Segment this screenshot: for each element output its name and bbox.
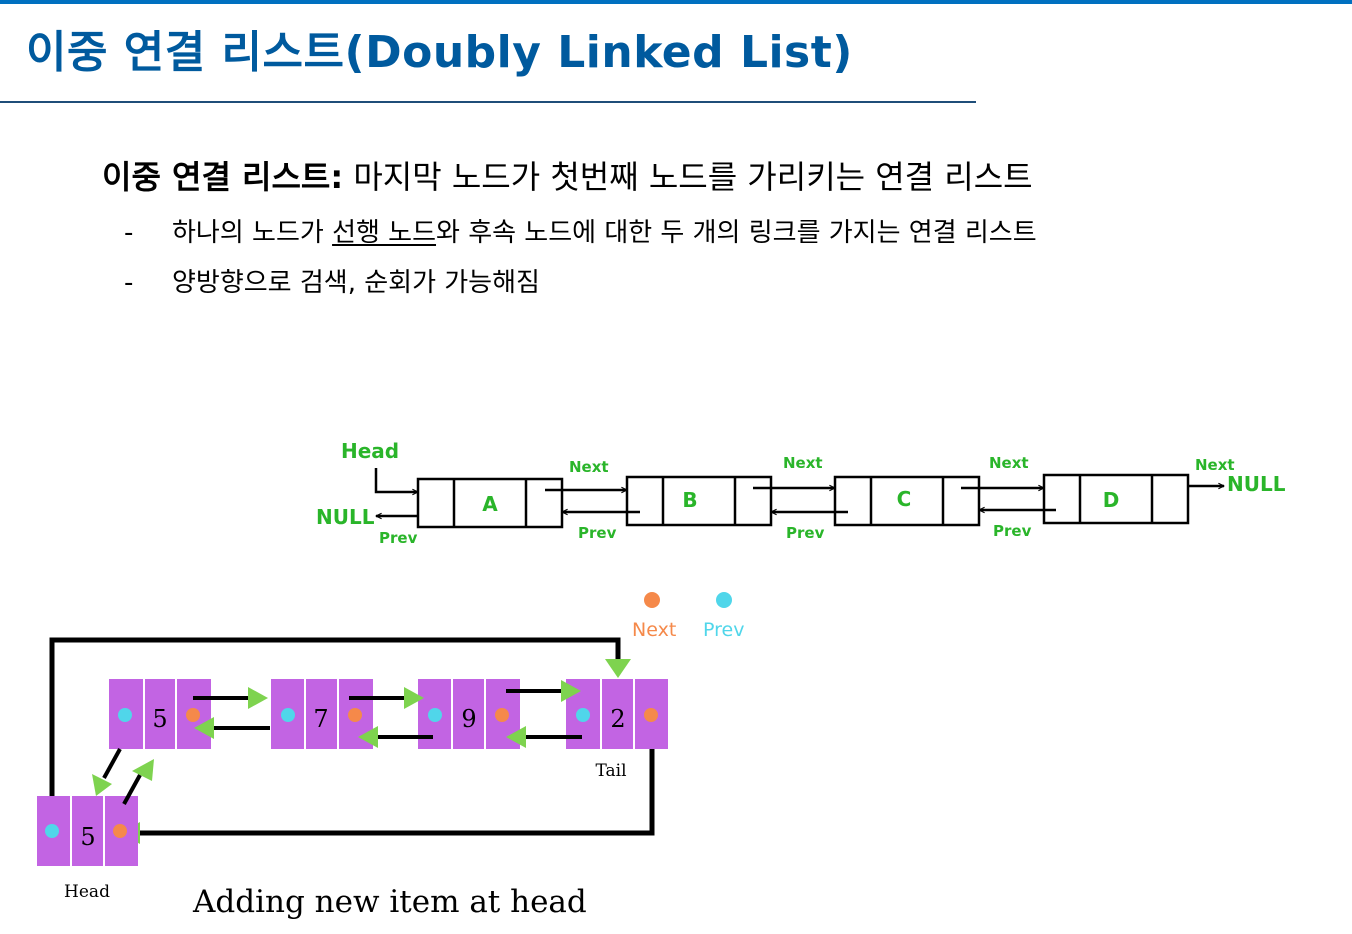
definition-term: 이중 연결 리스트: bbox=[102, 158, 344, 196]
legend-prev-label: Prev bbox=[703, 619, 744, 641]
slide-title: 이중 연결 리스트(Doubly Linked List) bbox=[26, 27, 853, 78]
node-c-value: C bbox=[897, 487, 912, 511]
node-value: 5 bbox=[152, 705, 167, 733]
new-head-node: 5 bbox=[37, 796, 138, 866]
node-b: B bbox=[625, 475, 773, 527]
node-link-arrows bbox=[193, 680, 582, 748]
prev-label: Prev bbox=[578, 524, 617, 542]
node-a-value: A bbox=[482, 492, 498, 516]
head-label: Head bbox=[64, 882, 110, 902]
node-d: D bbox=[1042, 473, 1190, 525]
list-node-4: 2 bbox=[566, 679, 668, 749]
node-a: A bbox=[416, 477, 564, 529]
head-pointer-arrow bbox=[374, 468, 418, 492]
definition-text: 마지막 노드가 첫번째 노드를 가리키는 연결 리스트 bbox=[343, 158, 1033, 196]
prev-label: Prev bbox=[379, 529, 418, 547]
diagram-add-at-head: Next Prev 5 7 9 bbox=[37, 592, 744, 920]
bullet-item-2: - 양방향으로 검색, 순회가 가능해짐 bbox=[124, 262, 540, 299]
list-node-2: 7 bbox=[271, 679, 373, 749]
null-left-label: NULL bbox=[316, 505, 375, 529]
bullet-text: 양방향으로 검색, 순회가 가능해짐 bbox=[172, 268, 540, 298]
list-node-3: 9 bbox=[418, 679, 520, 749]
tail-label: Tail bbox=[595, 761, 626, 781]
next-label: Next bbox=[989, 454, 1029, 472]
bullet-dash: - bbox=[124, 218, 134, 248]
diagram-caption: Adding new item at head bbox=[192, 884, 587, 920]
top-accent-rule bbox=[0, 0, 1352, 4]
next-label: Next bbox=[783, 454, 823, 472]
null-right-label: NULL bbox=[1227, 472, 1286, 496]
bullet-text-underlined: 선행 노드 bbox=[332, 218, 437, 248]
prev-label: Prev bbox=[993, 522, 1032, 540]
head-link-arrows bbox=[92, 748, 154, 805]
bullet-text-pre: 하나의 노드가 bbox=[172, 218, 333, 248]
legend-prev-dot bbox=[716, 592, 732, 608]
node-value: 2 bbox=[610, 705, 625, 733]
node-value: 9 bbox=[461, 705, 476, 733]
bullet-dash: - bbox=[124, 268, 134, 298]
legend-next-dot bbox=[644, 592, 660, 608]
diagram-doubly-linked-list: Head NULL NULL A B C bbox=[316, 439, 1286, 547]
node-b-value: B bbox=[682, 488, 697, 512]
node-c: C bbox=[833, 475, 981, 527]
head-label: Head bbox=[341, 439, 399, 463]
list-node-1: 5 bbox=[109, 679, 211, 749]
definition-line: 이중 연결 리스트: 마지막 노드가 첫번째 노드를 가리키는 연결 리스트 bbox=[102, 152, 1033, 198]
title-underline bbox=[0, 101, 976, 103]
green-arrowhead bbox=[605, 659, 631, 678]
bullet-text-post: 와 후속 노드에 대한 두 개의 링크를 가지는 연결 리스트 bbox=[436, 218, 1037, 248]
head-to-tail-line bbox=[49, 637, 621, 831]
next-label: Next bbox=[569, 458, 609, 476]
bullet-item-1: - 하나의 노드가 선행 노드와 후속 노드에 대한 두 개의 링크를 가지는 연… bbox=[124, 212, 1037, 249]
node-value: 5 bbox=[80, 823, 95, 851]
node-d-value: D bbox=[1103, 488, 1120, 512]
tail-to-head-line bbox=[140, 714, 655, 836]
legend-next-label: Next bbox=[632, 619, 676, 641]
prev-label: Prev bbox=[786, 524, 825, 542]
node-value: 7 bbox=[313, 705, 328, 733]
next-label: Next bbox=[1195, 456, 1235, 474]
